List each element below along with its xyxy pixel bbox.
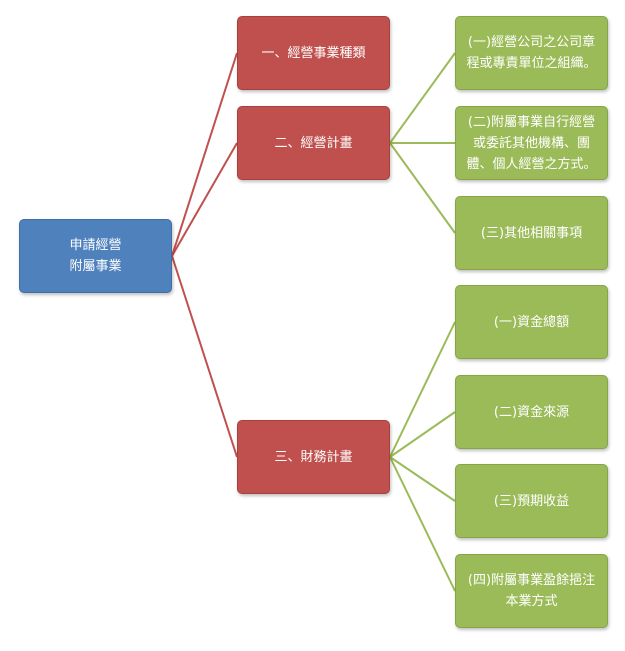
root-node-line2: 附屬事業 (69, 259, 122, 274)
connector-finance-to-total (389, 321, 456, 458)
node-company-bylaws-label: (一)經營公司之公司章程或專責單位之組織。 (466, 35, 597, 71)
node-surplus-injection-label: (四)附屬事業盈餘挹注本業方式 (467, 573, 596, 609)
root-node-line1: 申請經營 (69, 238, 122, 253)
connector-plan-to-bylaws (389, 52, 456, 144)
connector-plan-to-other (389, 142, 456, 234)
node-funding-source-label: (二)資金來源 (493, 404, 570, 420)
node-other-matters-label: (三)其他相關事項 (480, 225, 583, 241)
node-financial-plan-label: 三、財務計畫 (274, 449, 353, 465)
node-expected-return-label: (三)預期收益 (493, 493, 570, 509)
node-business-plan: 二、經營計畫 (237, 106, 390, 180)
node-business-type: 一、經營事業種類 (237, 16, 390, 90)
node-operation-method-label: (二)附屬事業自行經營或委託其他機構、團體、個人經營之方式。 (466, 114, 597, 172)
node-expected-return: (三)預期收益 (455, 464, 608, 538)
node-company-bylaws: (一)經營公司之公司章程或專責單位之組織。 (455, 16, 608, 90)
node-business-type-label: 一、經營事業種類 (261, 45, 366, 61)
node-total-funds-label: (一)資金總額 (493, 314, 570, 330)
connector-finance-to-return (389, 456, 456, 502)
node-other-matters: (三)其他相關事項 (455, 196, 608, 270)
connector-finance-to-source (389, 411, 456, 458)
connector-root-to-finance (171, 255, 238, 458)
root-node: 申請經營 附屬事業 (19, 219, 172, 293)
node-total-funds: (一)資金總額 (455, 285, 608, 359)
node-surplus-injection: (四)附屬事業盈餘挹注本業方式 (455, 554, 608, 628)
connector-root-to-type (171, 52, 238, 257)
node-operation-method: (二)附屬事業自行經營或委託其他機構、團體、個人經營之方式。 (455, 106, 608, 180)
node-business-plan-label: 二、經營計畫 (274, 135, 353, 151)
connector-root-to-plan (171, 142, 238, 257)
connector-finance-to-surplus (389, 456, 456, 592)
node-funding-source: (二)資金來源 (455, 375, 608, 449)
node-financial-plan: 三、財務計畫 (237, 420, 390, 494)
